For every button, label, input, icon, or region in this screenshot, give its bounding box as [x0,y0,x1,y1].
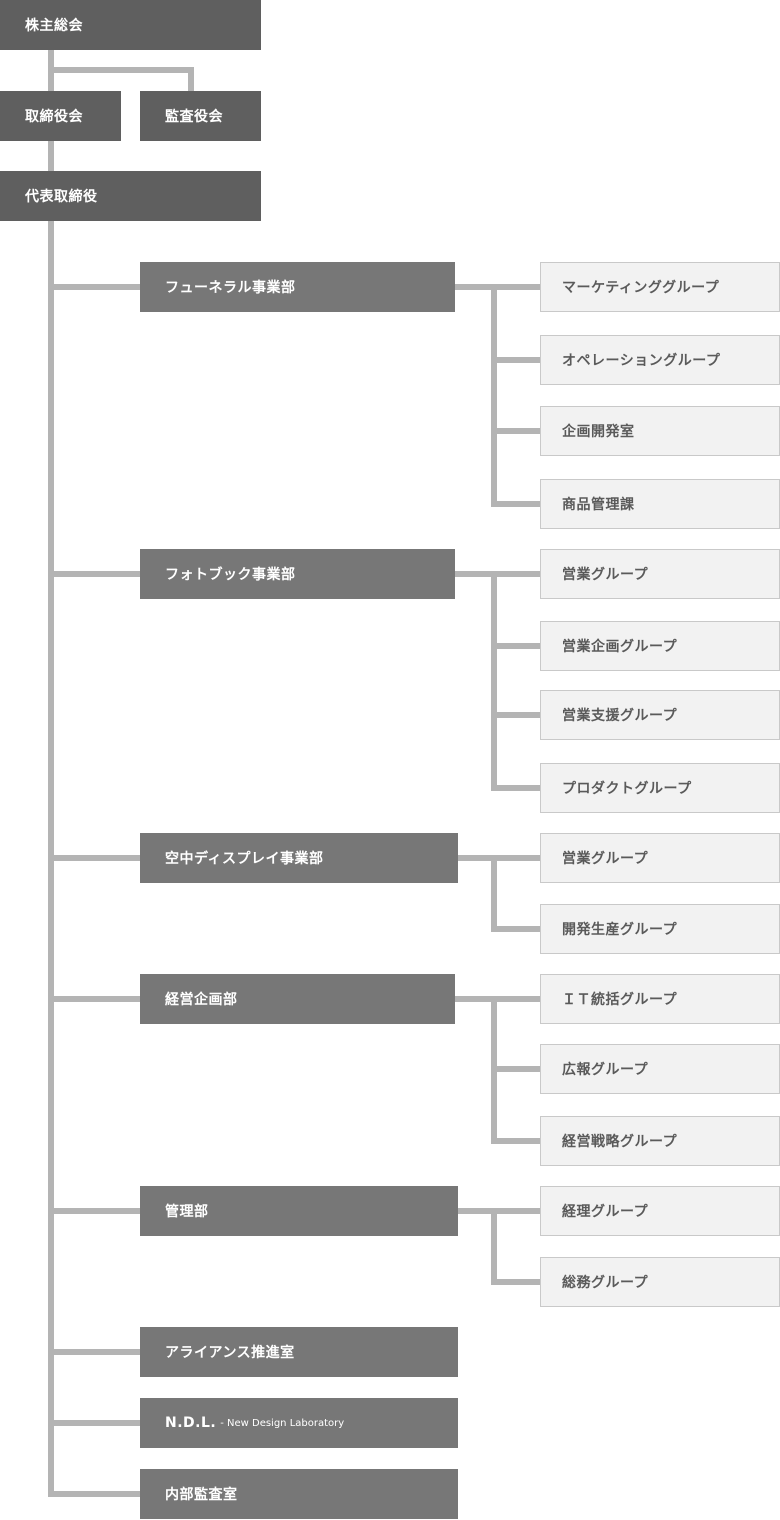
group-box: 営業支援グループ [540,690,780,740]
group-branch [491,501,540,507]
group-label: 営業グループ [562,851,649,867]
representative-director-label: 代表取締役 [25,189,98,205]
shareholders-meeting-label: 株主総会 [25,18,83,34]
group-branch [491,428,540,434]
trunk-branch [48,284,140,290]
department-box: 経営企画部 [140,974,455,1024]
group-spine [491,571,497,791]
group-box: マーケティンググループ [540,262,780,312]
group-box: 総務グループ [540,1257,780,1307]
board-of-directors-box: 取締役会 [0,91,121,141]
group-box: ＩＴ統括グループ [540,974,780,1024]
department-box: N.D.L. - New Design Laboratory [140,1398,458,1448]
group-box: 営業企画グループ [540,621,780,671]
group-branch [491,1066,540,1072]
dept-connector [458,855,540,861]
group-box: 経営戦略グループ [540,1116,780,1166]
group-label: 営業支援グループ [562,708,678,724]
group-label: プロダクトグループ [562,781,692,797]
connector-shareholders-auditors-h [48,67,194,73]
trunk-branch [48,1208,140,1214]
group-branch [491,1279,540,1285]
group-label: 企画開発室 [562,424,635,440]
group-branch [491,357,540,363]
dept-connector [455,284,540,290]
group-spine [491,855,497,932]
group-label: オペレーショングループ [562,353,721,369]
department-sublabel: - New Design Laboratory [220,1417,345,1429]
board-of-directors-label: 取締役会 [25,109,83,125]
group-box: 営業グループ [540,549,780,599]
group-spine [491,1208,497,1285]
group-branch [491,712,540,718]
group-label: 総務グループ [562,1275,649,1291]
group-label: 経営戦略グループ [562,1134,678,1150]
group-branch [491,1138,540,1144]
board-of-auditors-box: 監査役会 [140,91,261,141]
board-of-auditors-label: 監査役会 [165,109,223,125]
representative-director-box: 代表取締役 [0,171,261,221]
dept-connector [455,571,540,577]
group-label: 商品管理課 [562,497,635,513]
connector-shareholders-auditors-v [188,67,194,92]
department-box: 内部監査室 [140,1469,458,1519]
group-label: ＩＴ統括グループ [562,992,678,1008]
group-box: オペレーショングループ [540,335,780,385]
department-label: フューネラル事業部 [165,280,296,296]
department-box: フューネラル事業部 [140,262,455,312]
trunk-branch [48,571,140,577]
trunk-branch [48,855,140,861]
group-label: 開発生産グループ [562,922,678,938]
trunk-branch [48,996,140,1002]
group-spine [491,284,497,507]
department-box: 空中ディスプレイ事業部 [140,833,458,883]
department-label: 管理部 [165,1204,209,1220]
trunk-branch [48,1420,140,1426]
group-box: 商品管理課 [540,479,780,529]
department-label: フォトブック事業部 [165,567,296,583]
department-box: フォトブック事業部 [140,549,455,599]
trunk-branch [48,1349,140,1355]
group-box: 経理グループ [540,1186,780,1236]
group-label: 経理グループ [562,1204,649,1220]
department-label: N.D.L. [165,1415,217,1431]
department-box: 管理部 [140,1186,458,1236]
group-box: 営業グループ [540,833,780,883]
department-label: アライアンス推進室 [165,1345,295,1361]
group-label: 営業グループ [562,567,649,583]
shareholders-meeting-box: 株主総会 [0,0,261,50]
dept-connector [458,1208,540,1214]
group-box: 広報グループ [540,1044,780,1094]
group-label: マーケティンググループ [562,280,720,296]
dept-connector [455,996,540,1002]
group-box: プロダクトグループ [540,763,780,813]
department-label: 経営企画部 [165,992,238,1008]
group-box: 開発生産グループ [540,904,780,954]
trunk-branch [48,1491,140,1497]
group-branch [491,643,540,649]
group-branch [491,926,540,932]
department-label: 内部監査室 [165,1487,238,1503]
group-label: 広報グループ [562,1062,649,1078]
department-box: アライアンス推進室 [140,1327,458,1377]
connector-board-president [48,140,54,172]
group-box: 企画開発室 [540,406,780,456]
group-branch [491,785,540,791]
department-label: 空中ディスプレイ事業部 [165,851,324,867]
group-label: 営業企画グループ [562,639,678,655]
